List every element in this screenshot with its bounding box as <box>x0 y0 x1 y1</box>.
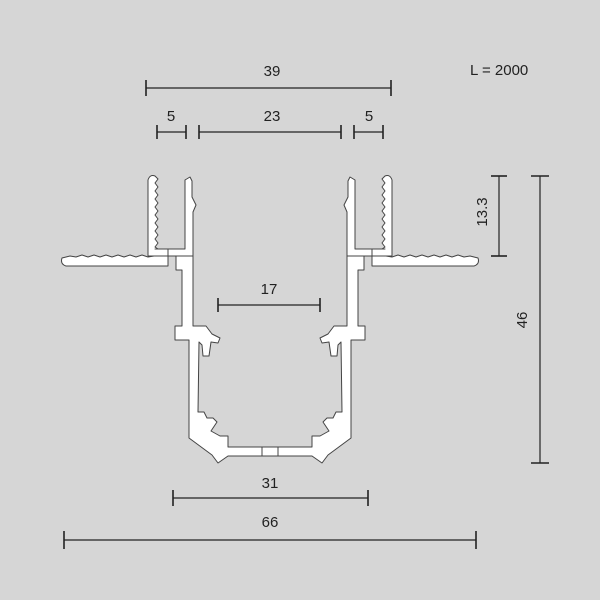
dimension-5-right-label: 5 <box>365 108 373 125</box>
dimension-5-left-label: 5 <box>167 108 175 125</box>
left-wall <box>174 255 267 464</box>
dimension-13-3-label: 13.3 <box>474 197 491 226</box>
profile-left-half <box>61 175 267 464</box>
bottom-center-strip <box>261 446 279 457</box>
left-wing <box>61 254 169 267</box>
dimension-66-label: 66 <box>262 514 279 531</box>
length-spec-label: L = 2000 <box>470 62 528 79</box>
dimension-17: 17 <box>217 281 321 312</box>
right-wall <box>273 255 366 464</box>
dimension-17-label: 17 <box>261 281 278 298</box>
dimension-39: 39 <box>145 63 392 96</box>
dimension-46: 46 <box>514 175 549 464</box>
dimension-13-3: 13.3 <box>474 175 507 257</box>
dimension-23-label: 23 <box>264 108 281 125</box>
dimension-23: 23 <box>198 108 342 139</box>
right-flange-serrated <box>371 175 393 257</box>
dimension-39-label: 39 <box>264 63 281 80</box>
dimension-31-label: 31 <box>262 475 279 492</box>
dimension-66: 66 <box>63 514 477 549</box>
right-flange-bridge <box>343 176 386 257</box>
dimension-5-right: 5 <box>353 108 384 139</box>
left-flange-serrated <box>147 175 169 257</box>
dimension-5-left: 5 <box>156 108 187 139</box>
profile-right-half <box>273 175 479 464</box>
dimension-46-label: 46 <box>514 312 531 329</box>
dimension-31: 31 <box>172 475 369 506</box>
right-wing <box>371 254 479 267</box>
left-flange-bridge <box>154 176 197 257</box>
